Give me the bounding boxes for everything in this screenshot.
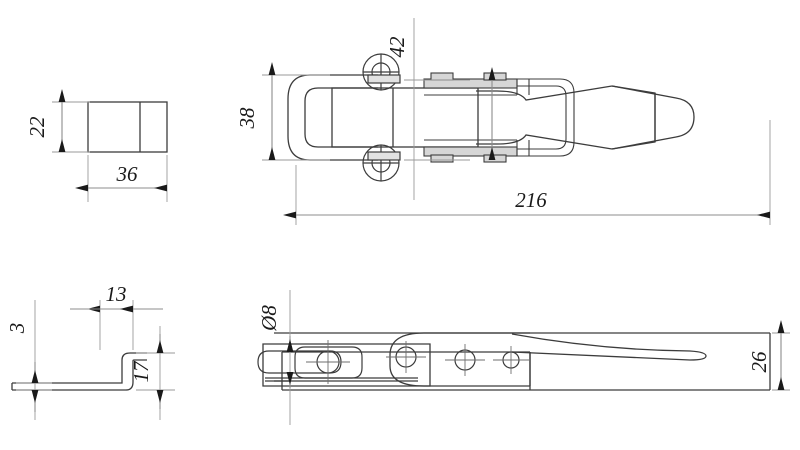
dimension-38: 38 [235, 62, 276, 160]
dimension-42: 42 [385, 36, 496, 160]
dimension-26: 26 [747, 320, 785, 390]
latch-body-outline [287, 74, 695, 161]
dimension-label-216: 216 [515, 188, 547, 212]
dimension-label-26: 26 [747, 351, 771, 373]
profile-outline [11, 352, 147, 391]
dimension-36: 36 [75, 162, 167, 192]
dimension-17: 17 [129, 334, 164, 409]
dimension-label-42: 42 [385, 36, 409, 58]
latch-hinge-lower [362, 144, 401, 182]
latch-handle-arms [423, 72, 575, 163]
dimension-label-36: 36 [116, 162, 139, 186]
side-elevation-extension-lines [289, 290, 790, 425]
dimension-label-phi8: Ø8 [257, 305, 281, 332]
dimension-13: 13 [70, 282, 163, 313]
section-profile-view-group: 13 3 17 [5, 282, 175, 420]
dimension-3: 3 [5, 323, 39, 412]
dimension-22: 22 [25, 89, 66, 152]
dimension-label-38: 38 [235, 107, 259, 130]
dimension-label-17: 17 [129, 360, 153, 383]
plan-view-extension-lines [262, 18, 771, 225]
profile-extension-lines [16, 300, 175, 420]
end-view-outline [87, 101, 168, 153]
latch-hinge-upper [362, 53, 401, 91]
hole-center-marks [306, 340, 529, 384]
end-view-group: 22 36 [25, 89, 168, 202]
dimension-label-22: 22 [25, 116, 49, 138]
dimension-label-3: 3 [5, 323, 29, 335]
dimension-phi8: Ø8 [257, 305, 294, 388]
dimension-label-13: 13 [106, 282, 127, 306]
dimension-216: 216 [283, 188, 770, 219]
end-view-extension-lines [52, 101, 168, 202]
mounting-holes [395, 346, 520, 371]
plan-view-latch-group: 38 42 216 [235, 18, 771, 225]
side-elevation-view-group: Ø8 26 [257, 290, 790, 425]
